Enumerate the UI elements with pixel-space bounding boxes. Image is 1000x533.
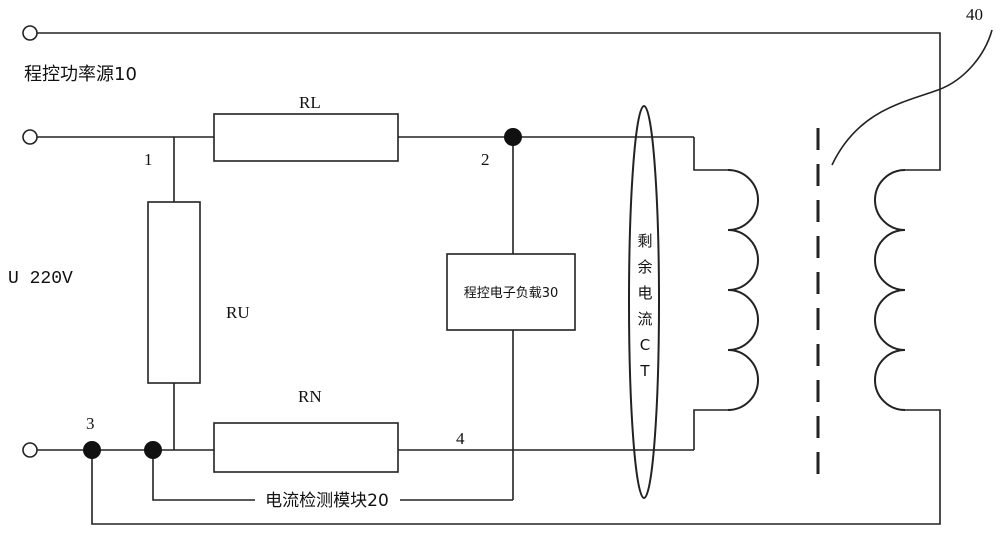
rl-label: RL <box>299 93 321 112</box>
terminal-l <box>22 129 38 145</box>
ct-char-5: C <box>640 336 650 354</box>
ct-char-1: 剩 <box>637 232 652 250</box>
transformer-leader-line <box>831 29 993 166</box>
bottom-wire <box>91 409 941 525</box>
secondary-coil <box>874 169 906 411</box>
resistor-rl <box>213 113 399 162</box>
ru-label: RU <box>226 303 250 322</box>
ct-char-3: 电 <box>637 284 652 302</box>
power-source-label: 程控功率源10 <box>24 64 137 85</box>
terminal-n <box>22 442 38 458</box>
resistor-rn <box>213 422 399 473</box>
ct-char-4: 流 <box>637 310 652 328</box>
electronic-load-label: 程控电子负载30 <box>464 286 559 301</box>
junction-node-3 <box>83 441 101 459</box>
ct-label: 剩 余 电 流 C T <box>637 232 652 380</box>
terminals <box>22 25 38 458</box>
resistor-ru <box>147 201 201 384</box>
top-wire <box>37 32 941 171</box>
node-1-label: 1 <box>144 150 153 169</box>
rn-label: RN <box>298 387 322 406</box>
transformer-label: 40 <box>966 5 983 24</box>
ct-char-6: T <box>639 362 650 380</box>
node-2-label: 2 <box>481 150 490 169</box>
ct-ellipse <box>628 105 660 499</box>
junction-node-2 <box>504 128 522 146</box>
detector-label-bg <box>255 488 400 512</box>
terminal-top <box>22 25 38 41</box>
primary-coil <box>727 169 759 411</box>
detector-wire-left <box>152 450 255 501</box>
node-3-label: 3 <box>86 414 95 433</box>
voltage-label: U 220V <box>8 269 73 289</box>
electronic-load-box <box>446 253 576 331</box>
ct-char-2: 余 <box>637 258 652 276</box>
transformer <box>727 29 993 475</box>
junctions <box>83 128 522 459</box>
junction-detector <box>144 441 162 459</box>
node-4-label: 4 <box>456 429 465 448</box>
n-line-to-primary <box>693 409 728 450</box>
l-line-to-primary <box>693 137 728 171</box>
wires <box>37 32 941 525</box>
detector-label: 电流检测模块20 <box>265 491 389 511</box>
